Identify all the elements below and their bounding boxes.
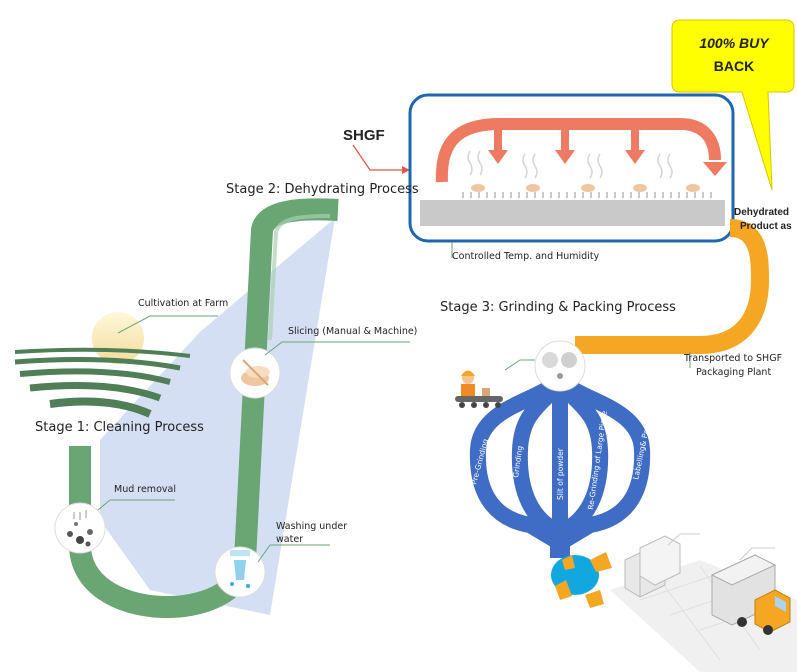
dehydrated-label-line2: Product as: [740, 221, 792, 232]
green-pipe-highlight: [268, 214, 331, 341]
truck-icon: [710, 554, 791, 635]
slicing-icon: [229, 341, 410, 399]
buy-back-callout: [671, 19, 795, 191]
packing-area: [551, 533, 797, 672]
blue-background-region: [100, 218, 335, 615]
sun: [92, 312, 144, 364]
callout-line2: BACK: [713, 58, 755, 74]
washing-label-line2: water: [276, 534, 304, 545]
mud-removal-icon: [54, 499, 175, 554]
dehydrated-label-line1: Dehydrated: [734, 207, 790, 218]
slicing-label: Slicing (Manual & Machine): [288, 326, 418, 337]
boxes-stack: [624, 535, 681, 598]
farm-illustration: [14, 312, 218, 418]
stage1-label: Stage 1: Cleaning Process: [35, 420, 204, 435]
shgf-label: SHGF: [343, 127, 385, 144]
washing-label-line1: Washing under: [276, 521, 348, 532]
branch-tree: [469, 370, 651, 547]
grinder-icon: [504, 340, 586, 392]
washing-icon: [214, 544, 330, 598]
cultivation-label: Cultivation at Farm: [138, 298, 229, 309]
dryer-unit: [408, 93, 735, 258]
stage2-label: Stage 2: Dehydrating Process: [226, 182, 419, 197]
tree-stem: [550, 530, 570, 558]
worker-icon: [455, 370, 503, 408]
orange-pipe: [575, 219, 770, 354]
shgf-arrow: [352, 144, 408, 171]
controlled-label: Controlled Temp. and Humidity: [452, 251, 600, 262]
branch-label-3: Slit of powder: [556, 447, 565, 500]
stage3-label: Stage 3: Grinding & Packing Process: [440, 300, 676, 315]
branch-label-2: Grinding: [511, 445, 524, 478]
callout-line1: 100% BUY: [699, 35, 769, 51]
transported-label-line2: Packaging Plant: [696, 367, 772, 378]
transported-label-line1: Transported to SHGF: [684, 353, 783, 364]
mud-removal-label: Mud removal: [114, 484, 176, 495]
